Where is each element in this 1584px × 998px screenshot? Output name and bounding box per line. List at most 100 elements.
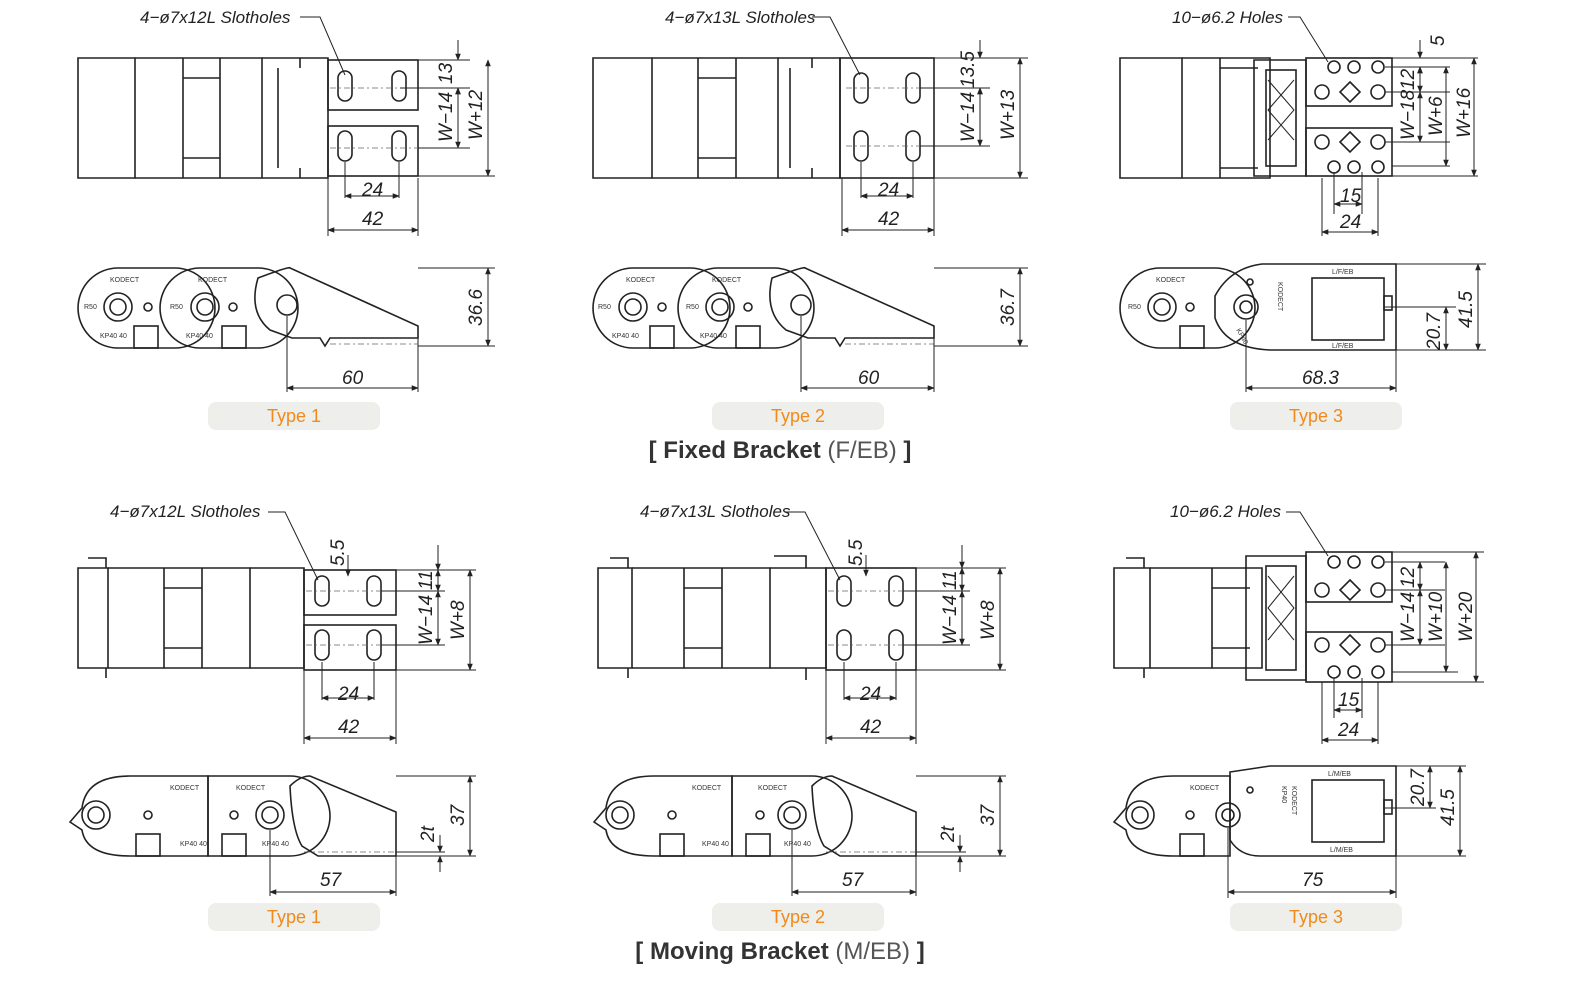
moving-t2-dim-5.5: 5.5 (846, 539, 867, 566)
fixed-t2-dim-24: 24 (877, 180, 899, 201)
moving-t3-holes-label: 10−ø6.2 Holes (1170, 502, 1282, 521)
moving-type3-side-view (1112, 765, 1466, 898)
fixed-t3-r50: R50 (1128, 304, 1141, 311)
moving-t2-kp-b: KP40 40 (784, 841, 811, 848)
moving-t1-dim-24: 24 (337, 684, 359, 705)
fixed-t3-dim-68.3: 68.3 (1302, 368, 1339, 389)
moving-t1-dim-37: 37 (448, 803, 469, 826)
moving-t3-dim-15: 15 (1338, 690, 1360, 711)
moving-t1-holes-label: 4−ø7x12L Slotholes (110, 502, 261, 521)
moving-t2-brand-b: KODECT (758, 785, 788, 792)
fixed-t1-dim-60: 60 (342, 368, 364, 389)
moving-type1-top-view (77, 511, 476, 744)
fixed-bracket-caption: [ Fixed Bracket (F/EB) ] (648, 437, 912, 464)
moving-bracket-code: (M/EB) (835, 938, 911, 965)
moving-t1-brand-b: KODECT (236, 785, 266, 792)
fixed-t3-dim-12: 12 (1398, 68, 1419, 90)
fixed-t2-r50-b: R50 (686, 304, 699, 311)
moving-type1-side-view (68, 775, 476, 896)
fixed-t1-dim-w+12: W+12 (466, 89, 487, 140)
fixed-t2-brand: KODECT (626, 277, 656, 284)
fixed-t2-kp: KP40 40 (612, 333, 639, 340)
fixed-t2-brand-b: KODECT (712, 277, 742, 284)
fixed-t3-dim-15: 15 (1340, 186, 1362, 207)
fixed-t2-dim-60: 60 (858, 368, 880, 389)
moving-type2-side-view (592, 775, 1006, 896)
fixed-t3-holes-label: 10−ø6.2 Holes (1172, 8, 1284, 27)
fixed-t1-brand-b: KODECT (198, 277, 228, 284)
fixed-type3-pill: Type 3 (1230, 402, 1402, 430)
moving-t3-dim-75: 75 (1302, 870, 1324, 891)
moving-t2-dim-2t: 2t (938, 825, 959, 843)
fixed-type3-side-view (1119, 263, 1486, 392)
fixed-t2-dim-w+13: W+13 (998, 89, 1019, 140)
moving-t3-brand-tag: KODECT (1290, 786, 1297, 816)
fixed-t2-dim-42: 42 (878, 209, 900, 230)
fixed-t3-dim-w+16: W+16 (1454, 87, 1475, 138)
fixed-t2-dim-w-14: W−14 (958, 92, 979, 142)
moving-t3-dim-w+20: W+20 (1456, 591, 1477, 642)
fixed-t2-kp-b: KP40 40 (700, 333, 727, 340)
fixed-bracket-label: Fixed Bracket (663, 437, 821, 464)
fixed-t1-brand: KODECT (110, 277, 140, 284)
moving-t2-dim-37: 37 (978, 803, 999, 826)
fixed-t2-dim-13.5: 13.5 (958, 51, 979, 88)
moving-t2-dim-11: 11 (940, 570, 961, 590)
fixed-t1-kp-b: KP40 40 (186, 333, 213, 340)
moving-t1-dim-w+8: W+8 (448, 600, 469, 640)
moving-t3-model: KP40 (1280, 786, 1287, 803)
fixed-type1-top-view (77, 16, 495, 236)
moving-type2-top-view (597, 511, 1006, 744)
moving-t1-dim-11: 11 (416, 570, 437, 590)
moving-type2-pill: Type 2 (712, 903, 884, 931)
moving-t1-kp: KP40 40 (180, 841, 207, 848)
moving-t3-dim-20.7: 20.7 (1408, 768, 1429, 807)
moving-type3-pill: Type 3 (1230, 903, 1402, 931)
moving-t1-kp-b: KP40 40 (262, 841, 289, 848)
fixed-t1-dim-24: 24 (361, 180, 383, 201)
moving-t2-dim-57: 57 (842, 870, 865, 891)
fixed-t3-dim-41.5: 41.5 (1456, 291, 1477, 328)
moving-t3-dim-w+10: W+10 (1426, 591, 1447, 642)
fixed-t1-dim-36.6: 36.6 (466, 289, 487, 326)
moving-t3-tag-top: L/M/EB (1328, 771, 1351, 778)
fixed-t3-brand-tag: KODECT (1276, 282, 1283, 312)
moving-t3-dim-12: 12 (1398, 566, 1419, 588)
moving-t1-brand: KODECT (170, 785, 200, 792)
fixed-t1-holes-label: 4−ø7x12L Slotholes (140, 8, 291, 27)
moving-t1-dim-42: 42 (338, 717, 360, 738)
fixed-type1-side-view (77, 266, 495, 392)
fixed-type3-top-view (1119, 16, 1478, 236)
fixed-type1-pill: Type 1 (208, 402, 380, 430)
fixed-t1-kp: KP40 40 (100, 333, 127, 340)
moving-t3-brand: KODECT (1190, 785, 1220, 792)
fixed-t1-r50-b: R50 (170, 304, 183, 311)
fixed-type2-pill: Type 2 (712, 402, 884, 430)
fixed-t3-tag-top: L/F/EB (1332, 269, 1354, 276)
moving-bracket-caption: [ Moving Bracket (M/EB) ] (635, 938, 925, 965)
fixed-t1-dim-42: 42 (362, 209, 384, 230)
fixed-t2-holes-label: 4−ø7x13L Slotholes (665, 8, 816, 27)
moving-type3-top-view (1113, 511, 1484, 744)
fixed-t3-tag-bot: L/F/EB (1332, 343, 1354, 350)
moving-t2-dim-w+8: W+8 (978, 600, 999, 640)
fixed-t2-r50: R50 (598, 304, 611, 311)
moving-type1-pill: Type 1 (208, 903, 380, 931)
moving-t2-dim-24: 24 (859, 684, 881, 705)
moving-t2-brand: KODECT (692, 785, 722, 792)
moving-t2-kp: KP40 40 (702, 841, 729, 848)
fixed-t1-dim-w-14: W−14 (436, 92, 457, 142)
moving-t2-dim-42: 42 (860, 717, 882, 738)
moving-t1-dim-2t: 2t (418, 825, 439, 843)
fixed-t3-dim-w-18: W−18 (1398, 89, 1419, 140)
moving-bracket-label: Moving Bracket (649, 938, 829, 965)
fixed-type2-side-view (592, 266, 1028, 392)
fixed-t1-dim-13: 13 (436, 62, 457, 84)
moving-t1-dim-5.5: 5.5 (328, 539, 349, 566)
moving-t3-dim-w-14: W−14 (1398, 592, 1419, 642)
fixed-t3-dim-w+6: W+6 (1426, 96, 1447, 136)
fixed-t3-dim-24: 24 (1339, 212, 1361, 233)
moving-t1-dim-57: 57 (320, 870, 343, 891)
moving-t2-dim-w-14: W−14 (940, 595, 961, 645)
moving-t3-dim-24: 24 (1337, 720, 1359, 741)
